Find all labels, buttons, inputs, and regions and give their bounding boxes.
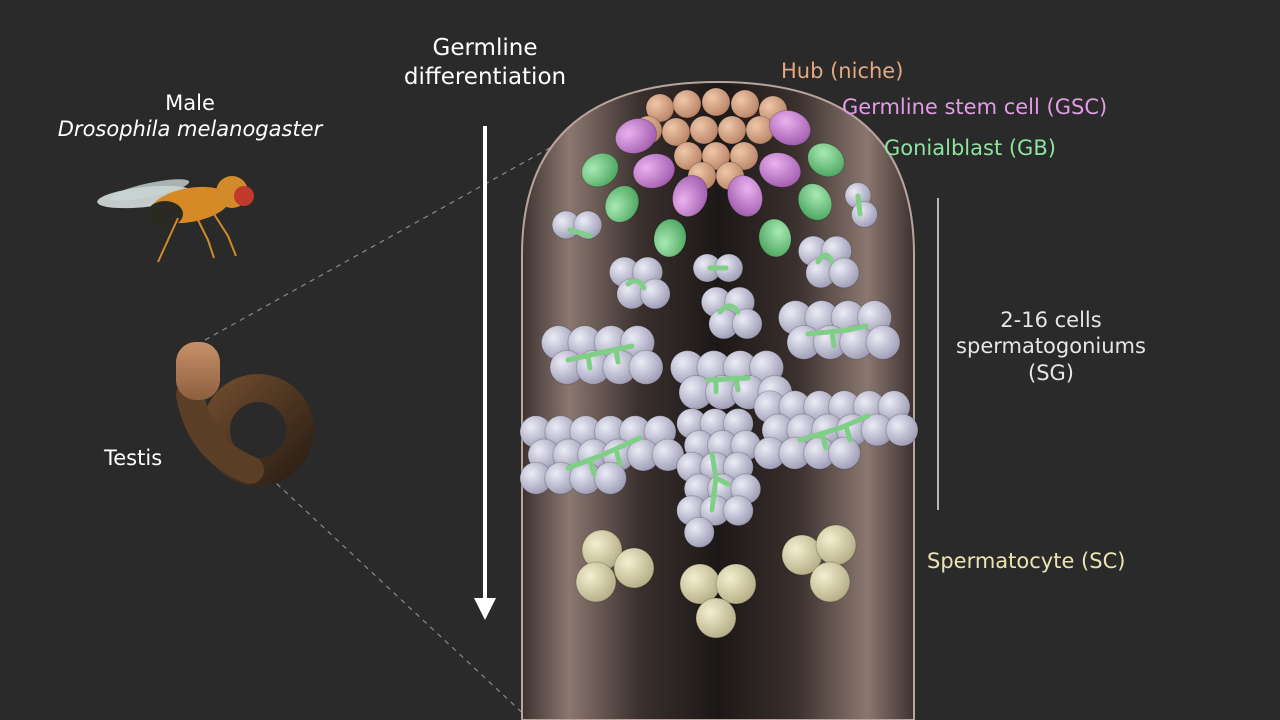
sg-label-line2: spermatogoniums [956, 334, 1146, 359]
fusome [797, 413, 871, 451]
sg-cell [851, 200, 878, 228]
fusome [815, 252, 835, 265]
gsc-cell [632, 153, 676, 189]
sg-cell [731, 308, 763, 340]
gb-cell [604, 185, 640, 223]
fusome [705, 375, 751, 395]
sg-cell [885, 413, 919, 447]
gsc-label: Germline stem cell (GSC) [842, 95, 1108, 119]
gsc-cell [671, 174, 709, 218]
sg-cell [593, 461, 627, 495]
gb-cell [807, 142, 845, 178]
fusome-layer [565, 193, 871, 513]
gsc-cell [726, 174, 764, 218]
hub-cell [701, 87, 731, 117]
sg-cell [639, 278, 671, 310]
sc-label: Spermatocyte (SC) [927, 549, 1126, 573]
sg-cell [828, 257, 860, 289]
gb-cell [581, 152, 619, 188]
differentiation-arrow [474, 126, 496, 620]
fusome [565, 435, 643, 477]
gsc-cell [758, 152, 802, 188]
fusome [805, 323, 869, 349]
hub-cell [689, 115, 719, 145]
sg-cell [827, 436, 861, 470]
testis-label: Testis [104, 446, 163, 470]
sc-cell [809, 561, 851, 603]
fusome [625, 278, 647, 291]
species-label: Male Drosophila melanogaster [50, 90, 330, 143]
fusome [855, 193, 863, 217]
hub-cell [729, 141, 759, 171]
hub-label: Hub (niche) [781, 59, 904, 83]
sc-cell [695, 597, 737, 639]
hub-cell [672, 89, 702, 119]
fruit-fly-image [97, 176, 254, 263]
fusome [565, 343, 635, 371]
fusome [717, 303, 741, 315]
gb-label: Gonialblast (GB) [884, 136, 1056, 160]
differentiation-label-line1: Germline [432, 35, 538, 61]
hub-cell [661, 117, 691, 147]
species-name: Drosophila melanogaster [57, 117, 323, 142]
sg-label: 2-16 cells spermatogoniums (SG) [946, 307, 1156, 386]
gb-cell [758, 218, 792, 258]
sc-cell [613, 547, 655, 589]
fusome [709, 451, 731, 513]
sg-cell [628, 349, 664, 385]
sc-cell [815, 524, 857, 566]
sg-label-line3: (SG) [1028, 360, 1074, 385]
sg-label-line1: 2-16 cells [1000, 308, 1102, 332]
fusome [567, 227, 593, 239]
sg-cell [722, 495, 754, 527]
sc-cell [575, 561, 617, 603]
gb-cell [797, 183, 833, 221]
gb-cell [653, 218, 687, 258]
differentiation-label-line2: differentiation [403, 63, 567, 90]
sg-cell [683, 516, 715, 548]
differentiation-label: Germline differentiation [390, 34, 580, 92]
sg-cell [865, 324, 901, 360]
testis-image [176, 342, 314, 486]
gsc-cell [614, 117, 658, 155]
zoom-lines [204, 119, 601, 719]
hub-cell [730, 89, 760, 119]
hub-cell [717, 115, 747, 145]
species-sex: Male [165, 91, 215, 115]
sc-cell [715, 563, 757, 605]
gsc-cell [768, 109, 812, 147]
